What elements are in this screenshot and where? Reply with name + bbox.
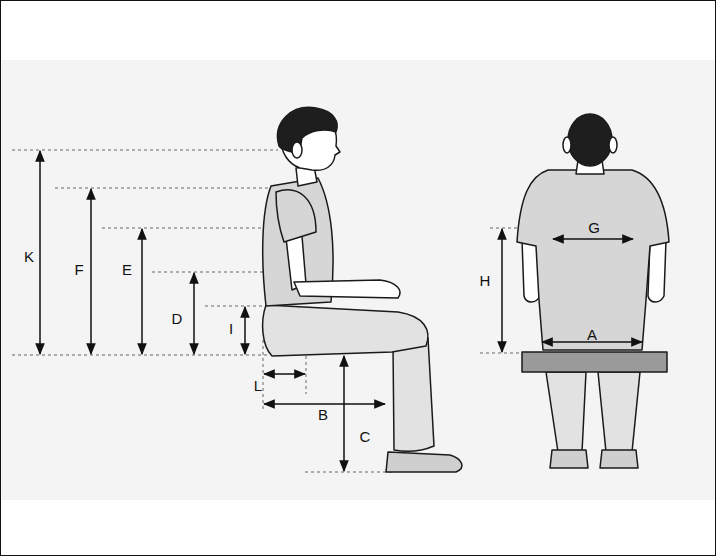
left-leg (546, 372, 586, 452)
right-arm (648, 240, 666, 302)
reference-lines-part (263, 340, 264, 412)
dimension-letter: F (74, 262, 83, 277)
left-shoe (550, 450, 588, 468)
dimension-arrows-part (39, 151, 41, 354)
reference-lines-part (305, 472, 392, 473)
reference-lines-part (12, 150, 278, 151)
dimension-letter: H (480, 273, 491, 288)
dimension-arrows (40, 151, 642, 471)
dimension-arrows-part (264, 403, 385, 405)
hair (278, 107, 338, 152)
dimension-letter: A (587, 327, 597, 342)
dimension-arrows-part (90, 189, 92, 354)
reference-lines-part (306, 356, 307, 394)
dimension-letter: B (318, 407, 328, 422)
reference-lines (12, 150, 556, 472)
dimension-arrows-part (501, 229, 503, 352)
dimension-arrows-part (141, 229, 143, 354)
reference-lines-part (12, 355, 268, 356)
back-figure (517, 114, 669, 468)
reference-lines-part (152, 272, 275, 273)
right-leg (598, 372, 640, 452)
shin (393, 338, 434, 451)
right-shoe (600, 450, 638, 468)
back-head (568, 114, 612, 166)
right-ear (609, 137, 617, 153)
thigh (263, 305, 428, 356)
dimension-arrows-part (264, 373, 305, 375)
dimension-letter: I (229, 321, 233, 336)
reference-lines-part (102, 228, 268, 229)
dimension-letter: C (360, 429, 371, 444)
dimension-arrows-part (244, 307, 246, 354)
back-shirt (517, 170, 669, 350)
dimension-letter: D (172, 311, 183, 326)
dimension-letter: L (254, 378, 262, 393)
reference-lines-part (55, 188, 275, 189)
background-panel (1, 60, 715, 500)
side-figure (263, 107, 462, 472)
dimension-letter: K (24, 249, 34, 264)
sandal (386, 452, 462, 472)
dimension-arrows-part (193, 273, 195, 354)
sleeve (276, 190, 316, 242)
dimension-letter: G (588, 220, 600, 235)
reference-lines-part (205, 306, 265, 307)
forearm (294, 280, 400, 298)
ear (292, 142, 302, 158)
dimension-arrows-part (343, 356, 345, 471)
dimension-letter: E (122, 262, 132, 277)
left-ear (563, 137, 571, 153)
dimension-arrows-part (553, 238, 633, 240)
bench (522, 352, 667, 372)
